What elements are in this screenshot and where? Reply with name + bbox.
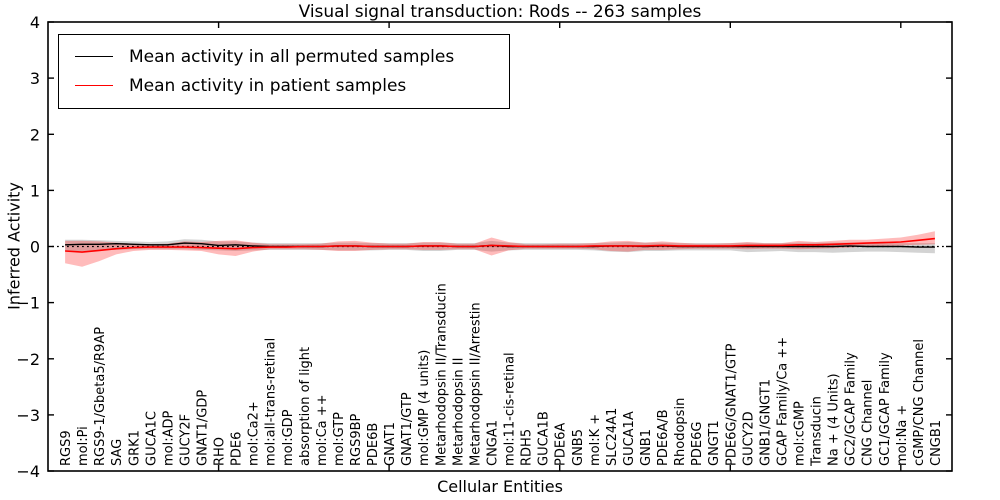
legend: Mean activity in all permuted samples Me… <box>58 34 510 109</box>
y-tick-label: −3 <box>16 406 40 425</box>
chart-title: Visual signal transduction: Rods -- 263 … <box>298 2 702 22</box>
entity-label: mol:K + <box>588 414 603 466</box>
entity-label: mol:Pi <box>76 426 91 466</box>
entity-label: CNG Channel <box>861 380 876 466</box>
entity-label: mol:Ca ++ <box>315 394 330 466</box>
entity-label: GC1/GCAP Family <box>878 352 893 466</box>
entity-label: mol:GTP <box>332 412 347 466</box>
entity-label: mol:Na + <box>895 405 910 466</box>
entity-label: GCAP Family/Ca ++ <box>775 337 790 466</box>
entity-label: PDE6 <box>230 432 245 466</box>
entity-label: RGS9 <box>59 430 74 466</box>
entity-label: mol:Ca2+ <box>247 401 262 466</box>
entity-label: mol:GMP (4 units) <box>417 350 432 466</box>
entity-label: GNB1/GNGT1 <box>758 379 773 466</box>
entity-label: cGMP/CNG Channel <box>912 339 927 466</box>
entity-label: Metarhodopsin II/Transducin <box>434 283 449 466</box>
entity-label: mol:11-cis-retinal <box>503 352 518 466</box>
entity-label: GUCA1B <box>537 411 552 466</box>
entity-label: PDE6G <box>690 422 705 466</box>
patient-mean-line <box>65 237 935 253</box>
entity-label: Rhodopsin <box>673 398 688 466</box>
x-axis-label: Cellular Entities <box>437 477 563 496</box>
entity-label: RHO <box>213 437 228 466</box>
patient-confidence-band <box>65 231 935 267</box>
entity-label: PDE6B <box>366 423 381 466</box>
entity-label: CNGA1 <box>486 420 501 466</box>
entity-label: GNB5 <box>571 429 586 466</box>
entity-label: GC2/GCAP Family <box>844 352 859 466</box>
y-tick-label: −1 <box>16 294 40 313</box>
y-tick-label: −2 <box>16 350 40 369</box>
y-tick-label: 2 <box>30 125 40 144</box>
legend-entry-permuted: Mean activity in all permuted samples <box>75 42 499 71</box>
entity-label: GNGT1 <box>707 420 722 466</box>
entity-label: GUCA1A <box>622 411 637 466</box>
y-tick-label: 0 <box>30 238 40 257</box>
entity-label: GNAT1/GTP <box>400 392 415 466</box>
entity-label: Metarhodopsin II/Arrestin <box>468 302 483 466</box>
entity-label: mol:cGMP <box>793 401 808 466</box>
entity-label: Metarhodopsin II <box>451 358 466 466</box>
entity-label: SLC24A1 <box>605 408 620 466</box>
y-tick-label: −4 <box>16 462 40 481</box>
entity-label: Transducin <box>810 396 825 467</box>
entity-label: GUCA1C <box>144 411 159 466</box>
entity-label: GNAT1 <box>383 422 398 466</box>
permuted-line-sample-icon <box>75 56 113 57</box>
entity-label: GUCY2F <box>179 414 194 466</box>
entity-label: absorption of light <box>298 347 313 466</box>
entity-label: GUCY2D <box>741 411 756 466</box>
entity-label: Na + (4 Units) <box>827 373 842 466</box>
y-tick-label: 3 <box>30 69 40 88</box>
y-tick-label: 4 <box>30 13 40 32</box>
legend-label-permuted: Mean activity in all permuted samples <box>129 46 455 67</box>
entity-label: PDE6A/B <box>656 409 671 466</box>
entity-label: GRK1 <box>127 430 142 466</box>
entity-label: RGS9-1/Gbeta5/R9AP <box>93 327 108 466</box>
entity-label: mol:ADP <box>161 410 176 466</box>
entity-label: mol:all-trans-retinal <box>264 338 279 466</box>
entity-label: mol:GDP <box>281 409 296 466</box>
entity-label: RDH5 <box>520 429 535 466</box>
patient-line-sample-icon <box>75 85 113 86</box>
legend-entry-patient: Mean activity in patient samples <box>75 71 499 100</box>
entity-label: RGS9BP <box>349 413 364 466</box>
entity-label: SAG <box>110 439 125 466</box>
entity-label: PDE6G/GNAT1/GTP <box>724 343 739 466</box>
legend-label-patient: Mean activity in patient samples <box>129 75 407 96</box>
entity-label: GNB1 <box>639 429 654 466</box>
entity-label: CNGB1 <box>929 420 944 466</box>
entity-label: PDE6A <box>554 423 569 466</box>
entity-label: GNAT1/GDP <box>196 390 211 466</box>
y-tick-label: 1 <box>30 181 40 200</box>
